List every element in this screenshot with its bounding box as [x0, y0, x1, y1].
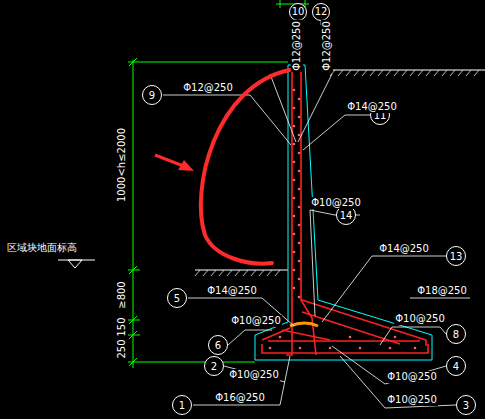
rebar-spec: Φ10@250	[386, 371, 438, 383]
rebar-spec: Φ10@250	[310, 197, 362, 209]
rebar-spec: Φ10@250	[386, 394, 438, 406]
callout-circle: 3	[456, 395, 476, 415]
rebar-spec: Φ10@250	[230, 315, 282, 327]
dimension-text: Φ12@250	[291, 20, 303, 72]
rebar-spec: Φ10@250	[394, 313, 446, 325]
rebar-spec: Φ14@250	[378, 243, 430, 255]
callout-number: 1	[179, 400, 185, 411]
callout-number: 13	[450, 251, 463, 262]
callout-number: 6	[215, 340, 221, 351]
callout-number: 14	[340, 210, 353, 221]
callout-number: 2	[211, 361, 217, 372]
callout-circle: 6	[208, 335, 228, 355]
callout-number: 3	[463, 400, 469, 411]
callout-circle: 5	[167, 288, 187, 308]
rebar-spec: 区域块地面标高	[6, 242, 78, 254]
callout-circle: 1	[172, 395, 192, 415]
callout-circle: 13	[446, 246, 466, 266]
ground-hatching	[195, 70, 479, 276]
dimension-text: ≥800	[116, 280, 128, 309]
callout-circle: 2	[204, 356, 224, 376]
callout-number: 10	[292, 6, 305, 17]
dimension-text: 1000<h≤2000	[116, 127, 128, 203]
callout-number: 9	[149, 90, 155, 101]
rebar-spec: Φ10@250	[228, 369, 280, 381]
callout-circle: 10	[289, 3, 308, 22]
callout-circle: 4	[446, 356, 466, 376]
dimension-text: 150	[116, 316, 128, 337]
callout-number: 12	[315, 6, 328, 17]
rebar-spec: Φ16@250	[214, 392, 266, 404]
dimension-lines	[128, 0, 309, 368]
dimension-text: 250	[116, 338, 128, 359]
rebar-spec: Φ12@250	[182, 82, 234, 94]
callout-circle: 8	[446, 324, 466, 344]
callout-number: 5	[174, 293, 180, 304]
dimension-text: Φ12@250	[321, 20, 333, 72]
rebar-spec: Φ14@250	[346, 101, 398, 113]
rebar-spec: Φ14@250	[206, 285, 258, 297]
callout-number: 8	[453, 329, 459, 340]
leader-lines	[163, 21, 470, 408]
hand-annotation	[155, 70, 290, 264]
waterstop-mark	[290, 323, 318, 326]
callout-circle: 9	[142, 85, 162, 105]
ground-lines	[58, 70, 485, 270]
callout-number: 4	[453, 361, 459, 372]
callout-circle: 12	[312, 3, 331, 22]
rebar-spec: Φ18@250	[416, 285, 468, 297]
